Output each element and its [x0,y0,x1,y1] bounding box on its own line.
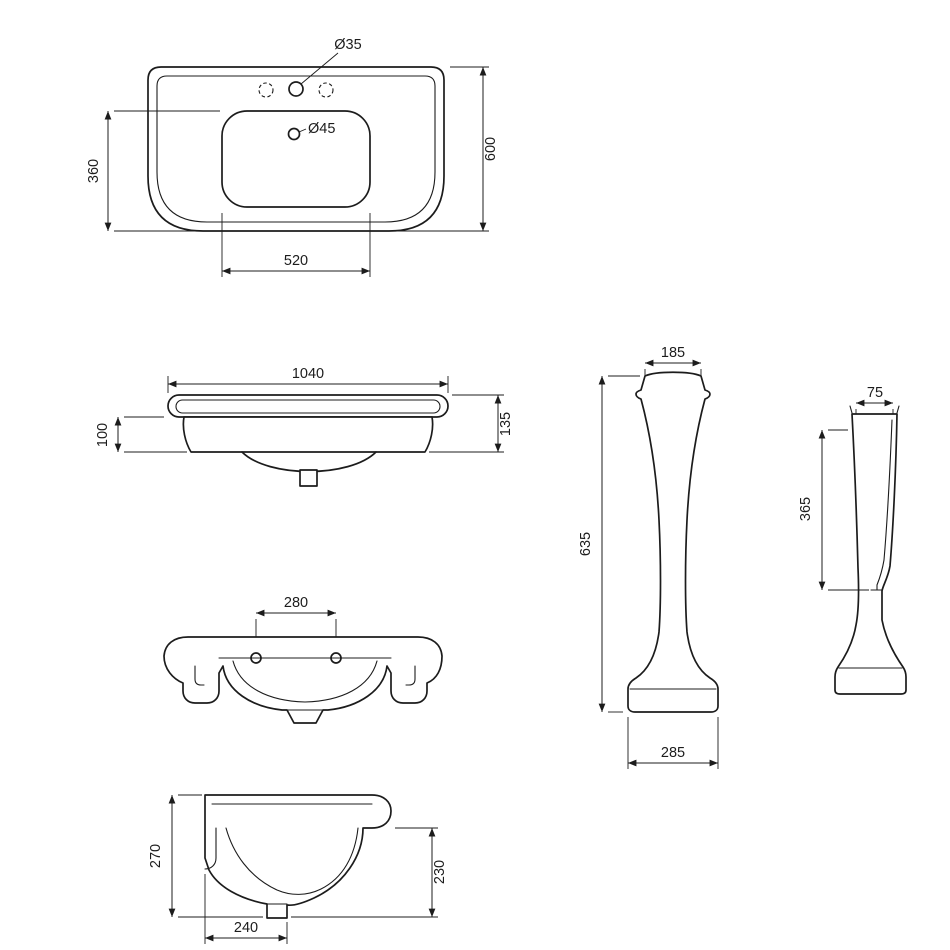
dim-pedestal-recess-height-label: 365 [798,497,814,521]
side-profile-outline [204,794,392,919]
dim-back-height-label: 270 [148,844,164,868]
dim-drain-offset: 240 [204,874,288,944]
basin-top-view: Ø35 Ø45 360 600 520 [86,37,499,277]
dim-apron-height: 100 [95,416,187,453]
bowl-inner-wall [225,827,359,895]
dim-overflow-hole-label: Ø45 [308,121,335,137]
bowl-inner-curve [232,660,378,703]
rim-front-outline [167,394,449,418]
pedestal-side-view: 75 365 [798,385,907,695]
right-lug-slot [405,665,416,686]
dim-overflow-hole-diameter: Ø45 [298,121,335,137]
dim-tap-hole-label: Ø35 [334,37,361,53]
rim-front-inner-line [175,399,441,414]
apron-front-outline [182,416,434,453]
dim-pedestal-height: 635 [578,375,640,713]
dim-bowl-depth-label: 360 [86,159,102,183]
pedestal-back-channel-line [876,419,893,591]
dim-tap-hole-diameter: Ø35 [300,37,362,85]
pedestal-front-outline [627,371,719,713]
bowl-underside-curve [241,451,377,473]
fixing-hole-left [250,652,262,664]
pedestal-side-outline [834,413,907,695]
pedestal-side-top-left-tip [849,405,853,414]
dim-fixing-hole-centres-label: 280 [284,595,308,611]
dim-bowl-width: 520 [221,213,371,277]
wall-flange-line [204,827,217,870]
pedestal-front-view: 185 635 285 [578,345,719,769]
tap-hole-left-dashed [258,82,274,98]
tap-hole-centre [288,81,304,97]
bowl-outline [221,110,371,208]
pedestal-side-top-right-tip [896,405,900,414]
dim-pedestal-height-label: 635 [578,532,594,556]
dim-pedestal-base-width-label: 285 [661,745,685,761]
leader-line [300,52,339,85]
dim-pedestal-top-depth-label: 75 [867,385,883,401]
dim-front-height-label: 230 [432,860,448,884]
dim-front-height: 230 [291,827,448,918]
basin-underside-view: 280 [163,595,443,724]
leader-line [298,128,307,133]
dim-overall-width-label: 1040 [292,366,324,382]
dim-pedestal-top-depth: 75 [855,385,894,416]
dim-overall-height-label: 135 [498,412,514,436]
dim-back-height: 270 [148,794,263,918]
fixing-hole-right [330,652,342,664]
basin-outer-rim-outline [147,66,445,232]
dim-pedestal-base-width: 285 [627,717,719,769]
dim-overall-width: 1040 [167,366,449,393]
dim-overall-depth: 600 [397,66,499,232]
overflow-hole [287,127,301,141]
dim-apron-height-label: 100 [95,423,111,447]
basin-inner-rim-outline [156,75,436,223]
dim-drain-offset-label: 240 [234,920,258,936]
basin-front-view: 1040 100 135 [95,366,514,487]
tap-hole-right-dashed [318,82,334,98]
basin-side-view: 270 230 240 [148,794,448,944]
left-lug-slot [194,665,205,686]
dim-overall-depth-label: 600 [483,137,499,161]
dim-overall-height: 135 [429,394,514,453]
dim-bowl-depth: 360 [86,110,220,232]
dim-pedestal-top-width-label: 185 [661,345,685,361]
dim-bowl-width-label: 520 [284,253,308,269]
dim-pedestal-recess-height: 365 [798,429,869,591]
drain-stub-front [299,469,318,487]
